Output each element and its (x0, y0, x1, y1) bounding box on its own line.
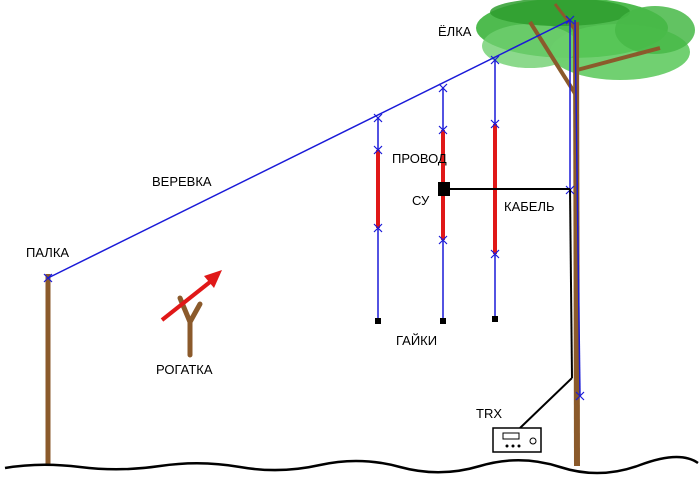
label-rope: ВЕРЕВКА (152, 174, 212, 189)
insulator-marks (43, 15, 585, 401)
slingshot-icon (177, 295, 203, 358)
label-nuts: ГАЙКИ (396, 333, 437, 348)
label-tree: ЁЛКА (438, 24, 472, 39)
nut-weights (375, 316, 498, 324)
label-tuner: СУ (412, 193, 430, 208)
trx-radio (492, 427, 542, 453)
tuner-box (438, 182, 450, 196)
launch-arrow-icon (160, 270, 222, 322)
label-wire: ПРОВОД (392, 151, 447, 166)
coax-cable (450, 188, 573, 429)
ground-line (4, 455, 699, 475)
label-slingshot: РОГАТКА (156, 362, 213, 377)
label-radio: TRX (476, 406, 502, 421)
label-cable: КАБЕЛЬ (504, 199, 555, 214)
rope (47, 19, 581, 397)
label-stick: ПАЛКА (26, 245, 69, 260)
